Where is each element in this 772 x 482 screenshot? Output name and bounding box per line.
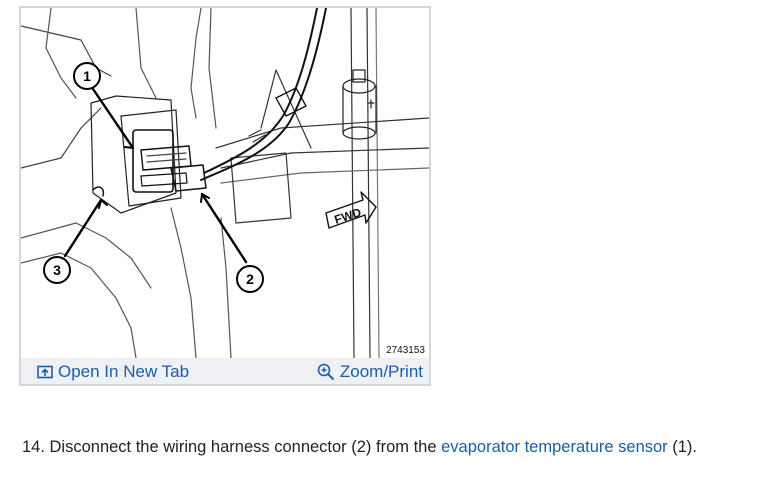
svg-text:2: 2 (246, 271, 254, 287)
callout-1: 1 (73, 62, 101, 90)
figure-toolbar: Open In New Tab Zoom/Print (21, 358, 429, 384)
step-text-prefix: 14. Disconnect the wiring harness connec… (22, 438, 442, 456)
instruction-step: 14. Disconnect the wiring harness connec… (22, 438, 697, 457)
callout-2: 2 (236, 265, 264, 293)
evaporator-sensor-diagram: FWD 1 2 3 (21, 8, 429, 358)
callout-3: 3 (43, 256, 71, 284)
open-in-new-tab-label: Open In New Tab (58, 362, 190, 381)
step-text-suffix: (1). (667, 438, 698, 456)
evaporator-sensor-link[interactable]: evaporator temperature sensor (441, 438, 668, 456)
figure-container: FWD 1 2 3 2743153 Open (19, 6, 431, 386)
zoom-print-button[interactable]: Zoom/Print (317, 362, 423, 382)
svg-text:3: 3 (53, 262, 61, 278)
fwd-label: FWD (333, 205, 364, 227)
open-in-new-tab-icon (37, 365, 53, 379)
open-in-new-tab-button[interactable]: Open In New Tab (37, 362, 189, 382)
figure-number: 2743153 (386, 345, 425, 356)
zoom-in-icon (317, 363, 335, 381)
svg-text:1: 1 (83, 68, 91, 84)
zoom-print-label: Zoom/Print (339, 362, 423, 381)
